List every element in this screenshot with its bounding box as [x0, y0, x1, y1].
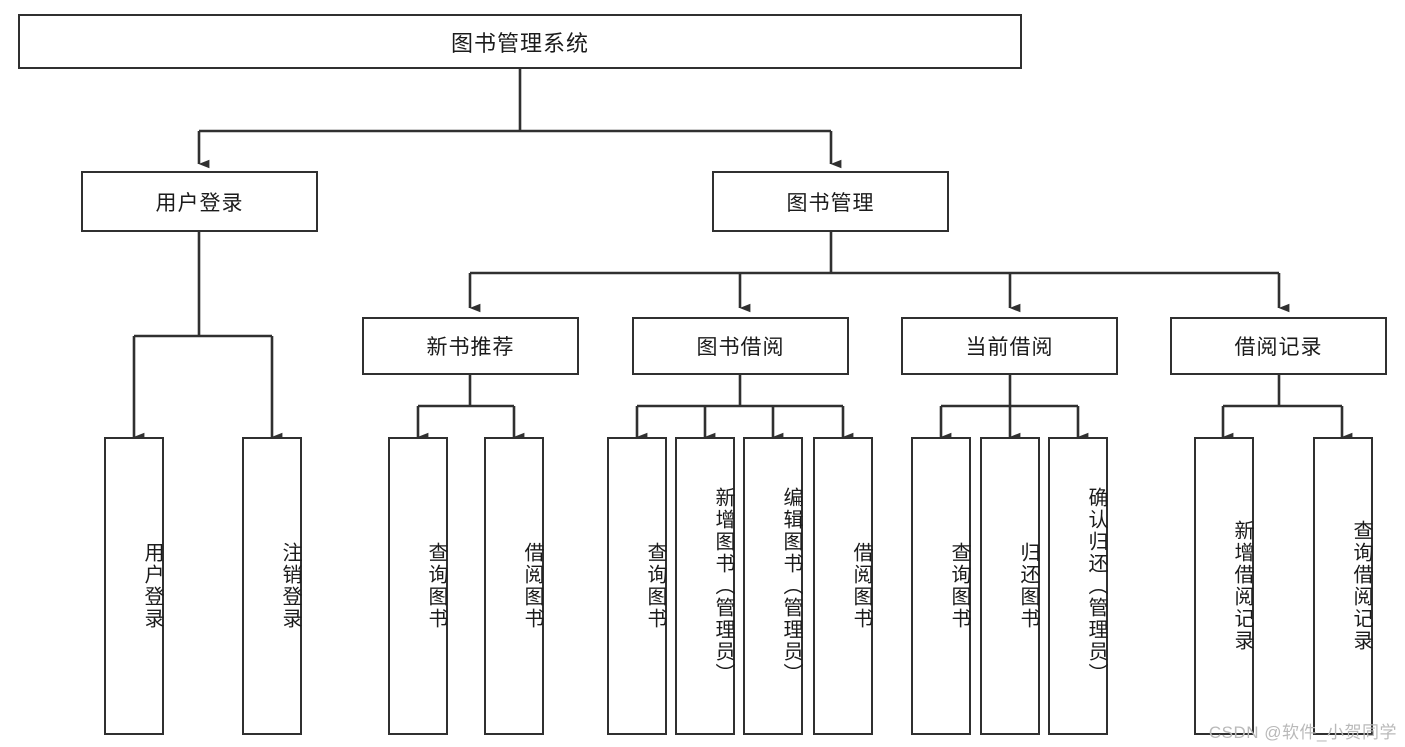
leaf-confirm-return-label: 确认归还（管理员） — [1085, 487, 1107, 685]
node-book-manage[interactable]: 图书管理 — [712, 171, 949, 232]
leaf-confirm-return[interactable]: 确认归还（管理员） — [1048, 437, 1108, 735]
node-book-borrow-label: 图书借阅 — [696, 336, 785, 359]
node-book-manage-label: 图书管理 — [786, 191, 875, 215]
leaf-logout[interactable]: 注销登录 — [242, 437, 302, 735]
leaf-query-book-1-label: 查询图书 — [425, 542, 447, 630]
node-borrow-record-label: 借阅记录 — [1234, 336, 1323, 359]
node-user-login-label: 用户登录 — [155, 191, 244, 215]
leaf-add-record-label: 新增借阅记录 — [1231, 520, 1253, 652]
leaf-query-book-3[interactable]: 查询图书 — [911, 437, 971, 735]
leaf-add-record[interactable]: 新增借阅记录 — [1194, 437, 1254, 735]
leaf-query-book-1[interactable]: 查询图书 — [388, 437, 448, 735]
leaf-query-record[interactable]: 查询借阅记录 — [1313, 437, 1373, 735]
leaf-edit-book[interactable]: 编辑图书（管理员） — [743, 437, 803, 735]
leaf-borrow-book-2-label: 借阅图书 — [850, 542, 872, 630]
leaf-return-book-label: 归还图书 — [1017, 542, 1039, 630]
leaf-logout-label: 注销登录 — [279, 542, 301, 630]
leaf-borrow-book-2[interactable]: 借阅图书 — [813, 437, 873, 735]
leaf-query-record-label: 查询借阅记录 — [1350, 520, 1372, 652]
node-root-label: 图书管理系统 — [450, 30, 589, 56]
node-root[interactable]: 图书管理系统 — [18, 14, 1022, 69]
leaf-borrow-book-1[interactable]: 借阅图书 — [484, 437, 544, 735]
leaf-query-book-3-label: 查询图书 — [948, 542, 970, 630]
leaf-return-book[interactable]: 归还图书 — [980, 437, 1040, 735]
node-book-borrow[interactable]: 图书借阅 — [632, 317, 849, 375]
watermark: CSDN @软件_小贺同学 — [1208, 723, 1397, 742]
leaf-add-book[interactable]: 新增图书（管理员） — [675, 437, 735, 735]
node-current-borrow[interactable]: 当前借阅 — [901, 317, 1118, 375]
leaf-query-book-2-label: 查询图书 — [644, 542, 666, 630]
leaf-query-book-2[interactable]: 查询图书 — [607, 437, 667, 735]
leaf-edit-book-label: 编辑图书（管理员） — [780, 487, 802, 685]
leaf-user-login[interactable]: 用户登录 — [104, 437, 164, 735]
node-new-book-rec[interactable]: 新书推荐 — [362, 317, 579, 375]
node-current-borrow-label: 当前借阅 — [965, 336, 1054, 359]
node-user-login[interactable]: 用户登录 — [81, 171, 318, 232]
leaf-add-book-label: 新增图书（管理员） — [712, 487, 734, 685]
leaf-user-login-label: 用户登录 — [141, 542, 163, 630]
node-new-book-rec-label: 新书推荐 — [426, 336, 515, 359]
leaf-borrow-book-1-label: 借阅图书 — [521, 542, 543, 630]
node-borrow-record[interactable]: 借阅记录 — [1170, 317, 1387, 375]
